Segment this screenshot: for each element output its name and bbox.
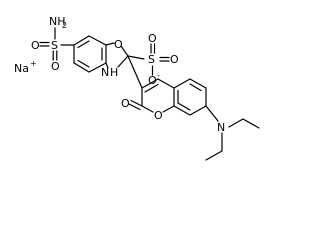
- atom-labels: NH 2 S O O Na + O N H S O O O - O O N: [14, 15, 225, 134]
- sulfonamide-group: [39, 27, 75, 61]
- sulfonate-oxygen-top-label: O: [148, 32, 157, 45]
- diethylamino-nitrogen-label: N: [217, 121, 225, 134]
- sulfonamide-sulfur-label: S: [51, 39, 58, 52]
- oxazoline-ring: [105, 42, 129, 69]
- sodium-charge: +: [30, 59, 37, 68]
- sulfonamide-oxygen-bottom-label: O: [51, 60, 60, 73]
- sulfonate-group: [127, 43, 170, 76]
- coumarin-carbonyl-oxygen-label: O: [121, 97, 130, 110]
- sulfonamide-amine-label: NH: [49, 15, 66, 28]
- coumarin-ring-oxygen-label: O: [154, 109, 163, 122]
- coumarin-pyranone-ring: [128, 78, 175, 113]
- oxazole-nitrogen-label: N: [101, 66, 109, 79]
- chemical-structure: NH 2 S O O Na + O N H S O O O - O O N: [14, 15, 260, 161]
- sulfonate-charge: -: [157, 71, 160, 80]
- link-bond: [127, 55, 143, 89]
- diethylamino-group: [205, 105, 260, 161]
- sulfonate-oxygen-anion-label: O: [148, 74, 157, 87]
- benzoxazole-benzene-ring: [73, 35, 107, 73]
- oxazole-hydrogen-label: H: [110, 66, 118, 79]
- oxazole-oxygen-label: O: [114, 38, 123, 51]
- sulfonamide-amine-subscript: 2: [62, 21, 67, 30]
- sodium-label: Na: [14, 62, 29, 75]
- sulfonate-oxygen-right-label: O: [170, 53, 179, 66]
- coumarin-benzo-ring: [173, 78, 207, 116]
- sulfonamide-oxygen-left-label: O: [31, 39, 40, 52]
- sulfonate-sulfur-label: S: [148, 53, 155, 66]
